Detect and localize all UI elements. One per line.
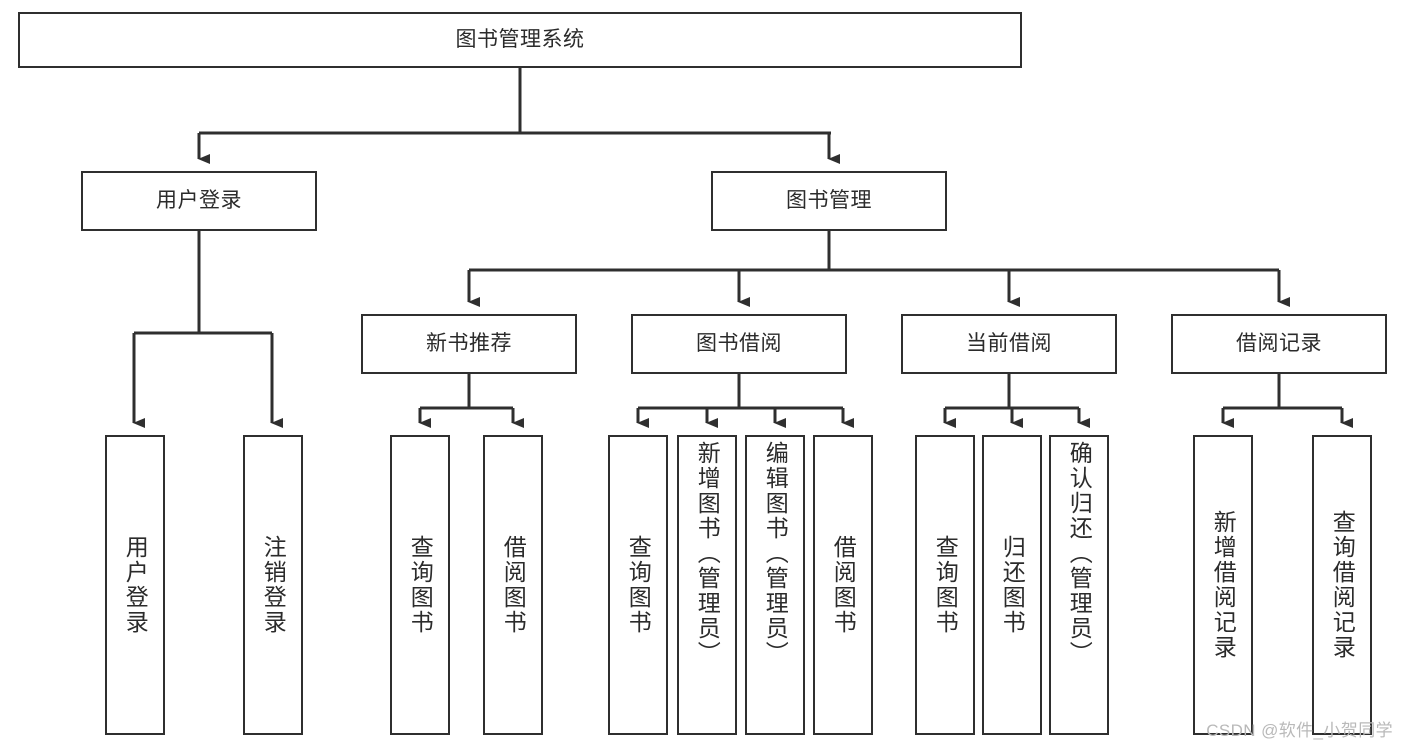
node-leaf-edit-book-label: 编辑图书（管理员） bbox=[762, 441, 789, 666]
node-leaf-borrow-book-2-label: 借阅图书 bbox=[830, 535, 857, 635]
node-user-login[interactable]: 用户登录 bbox=[81, 171, 317, 231]
node-leaf-confirm-return[interactable]: 确认归还（管理员） bbox=[1049, 435, 1109, 735]
node-leaf-logout-label: 注销登录 bbox=[260, 535, 287, 635]
node-leaf-add-book-label: 新增图书（管理员） bbox=[694, 441, 721, 666]
node-leaf-borrow-book-1-label: 借阅图书 bbox=[500, 535, 527, 635]
node-leaf-query-book-2-label: 查询图书 bbox=[625, 535, 652, 635]
node-leaf-query-book-3[interactable]: 查询图书 bbox=[915, 435, 975, 735]
node-borrow-record[interactable]: 借阅记录 bbox=[1171, 314, 1387, 374]
node-book-manage-label: 图书管理 bbox=[786, 189, 872, 213]
node-leaf-query-book-2[interactable]: 查询图书 bbox=[608, 435, 668, 735]
node-leaf-query-book-1[interactable]: 查询图书 bbox=[390, 435, 450, 735]
node-leaf-return-book-label: 归还图书 bbox=[999, 535, 1026, 635]
node-user-login-label: 用户登录 bbox=[156, 189, 242, 213]
node-new-book-rec[interactable]: 新书推荐 bbox=[361, 314, 577, 374]
node-book-manage[interactable]: 图书管理 bbox=[711, 171, 947, 231]
node-new-book-rec-label: 新书推荐 bbox=[426, 332, 512, 356]
node-leaf-confirm-return-label: 确认归还（管理员） bbox=[1066, 441, 1093, 666]
node-leaf-logout[interactable]: 注销登录 bbox=[243, 435, 303, 735]
node-leaf-add-book[interactable]: 新增图书（管理员） bbox=[677, 435, 737, 735]
node-root-label: 图书管理系统 bbox=[455, 28, 585, 52]
node-leaf-user-login[interactable]: 用户登录 bbox=[105, 435, 165, 735]
node-current-borrow[interactable]: 当前借阅 bbox=[901, 314, 1117, 374]
node-leaf-return-book[interactable]: 归还图书 bbox=[982, 435, 1042, 735]
watermark-text: CSDN @软件_小贺同学 bbox=[1206, 721, 1393, 740]
node-leaf-query-record[interactable]: 查询借阅记录 bbox=[1312, 435, 1372, 735]
node-book-borrow-label: 图书借阅 bbox=[696, 332, 782, 356]
node-leaf-edit-book[interactable]: 编辑图书（管理员） bbox=[745, 435, 805, 735]
node-leaf-query-book-3-label: 查询图书 bbox=[932, 535, 959, 635]
node-leaf-add-record-label: 新增借阅记录 bbox=[1210, 510, 1237, 660]
node-leaf-borrow-book-1[interactable]: 借阅图书 bbox=[483, 435, 543, 735]
node-book-borrow[interactable]: 图书借阅 bbox=[631, 314, 847, 374]
node-leaf-query-book-1-label: 查询图书 bbox=[407, 535, 434, 635]
node-root[interactable]: 图书管理系统 bbox=[18, 12, 1022, 68]
node-leaf-borrow-book-2[interactable]: 借阅图书 bbox=[813, 435, 873, 735]
node-leaf-query-record-label: 查询借阅记录 bbox=[1329, 510, 1356, 660]
node-borrow-record-label: 借阅记录 bbox=[1236, 332, 1322, 356]
node-current-borrow-label: 当前借阅 bbox=[966, 332, 1052, 356]
node-leaf-user-login-label: 用户登录 bbox=[122, 535, 149, 635]
node-leaf-add-record[interactable]: 新增借阅记录 bbox=[1193, 435, 1253, 735]
